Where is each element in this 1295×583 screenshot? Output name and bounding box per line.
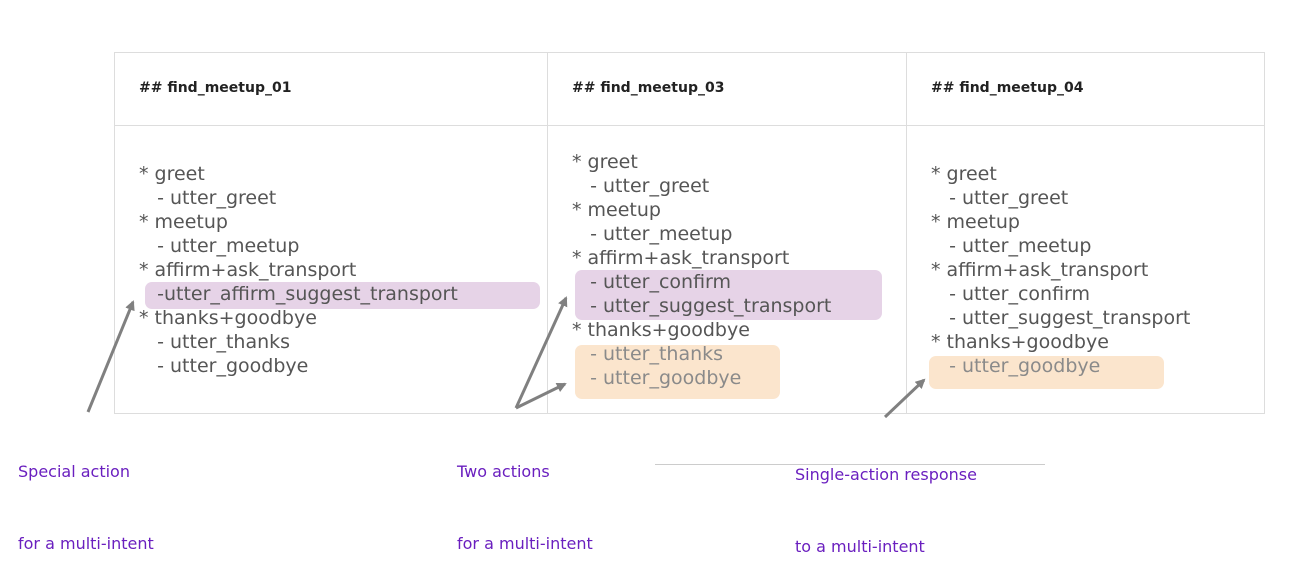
single-action-highlight	[929, 356, 1164, 389]
action-line: - utter_confirm	[572, 271, 732, 293]
intent-line: * thanks+goodbye	[139, 307, 317, 329]
intent-line: * greet	[931, 163, 997, 185]
action-line: - utter_goodbye	[931, 355, 1101, 377]
action-line: - utter_greet	[572, 175, 710, 197]
intent-line: * meetup	[139, 211, 228, 233]
caption-line: Two actions	[457, 462, 550, 481]
action-line: - utter_goodbye	[572, 367, 742, 389]
arrow-two-actions-up	[514, 296, 568, 409]
arrow-special-action	[86, 300, 135, 413]
action-line: - utter_meetup	[931, 235, 1092, 257]
action-line: - utter_confirm	[931, 283, 1091, 305]
intent-line: * greet	[139, 163, 205, 185]
action-line: - utter_thanks	[572, 343, 724, 365]
column-divider	[906, 52, 907, 414]
special-action-highlight	[145, 282, 540, 309]
intent-line: * thanks+goodbye	[572, 319, 750, 341]
caption-line: for a multi-intent	[18, 534, 154, 553]
caption-line: Single-action response	[795, 465, 977, 484]
action-line: - utter_suggest_transport	[572, 295, 832, 317]
header-divider	[114, 125, 1265, 126]
action-line: - utter_meetup	[139, 235, 300, 257]
caption-line: to a multi-intent	[795, 537, 925, 556]
action-line: - utter_goodbye	[139, 355, 309, 377]
action-line: - utter_thanks	[139, 331, 291, 353]
two-actions-goodbye-highlight	[575, 345, 780, 399]
caption-line: for a multi-intent	[457, 534, 593, 553]
intent-line: * greet	[572, 151, 638, 173]
intent-line: * affirm+ask_transport	[572, 247, 790, 269]
action-line: - utter_greet	[931, 187, 1069, 209]
caption-special-action: Special action for a multi-intent	[18, 412, 154, 580]
action-line: - utter_meetup	[572, 223, 733, 245]
caption-single-action: Single-action response to a multi-intent	[795, 415, 977, 583]
bottom-divider	[655, 464, 1045, 465]
intent-line: * affirm+ask_transport	[931, 259, 1149, 281]
action-line: - utter_greet	[139, 187, 277, 209]
intent-line: * meetup	[572, 199, 661, 221]
intent-line: * thanks+goodbye	[931, 331, 1109, 353]
two-actions-highlight	[575, 270, 882, 320]
action-line: -utter_affirm_suggest_transport	[139, 283, 458, 305]
intent-line: * affirm+ask_transport	[139, 259, 357, 281]
intent-line: * meetup	[931, 211, 1020, 233]
column-divider	[547, 52, 548, 414]
story-table	[114, 52, 1265, 414]
story-header-find-meetup-03: ## find_meetup_03	[572, 80, 725, 96]
story-header-find-meetup-04: ## find_meetup_04	[931, 80, 1084, 96]
story-header-find-meetup-01: ## find_meetup_01	[139, 80, 292, 96]
action-line: - utter_suggest_transport	[931, 307, 1191, 329]
caption-line: Special action	[18, 462, 130, 481]
arrow-two-actions-right	[515, 382, 567, 410]
caption-two-actions: Two actions for a multi-intent	[457, 412, 593, 580]
annotation-arrows	[86, 296, 926, 419]
arrow-single-action	[883, 378, 926, 419]
